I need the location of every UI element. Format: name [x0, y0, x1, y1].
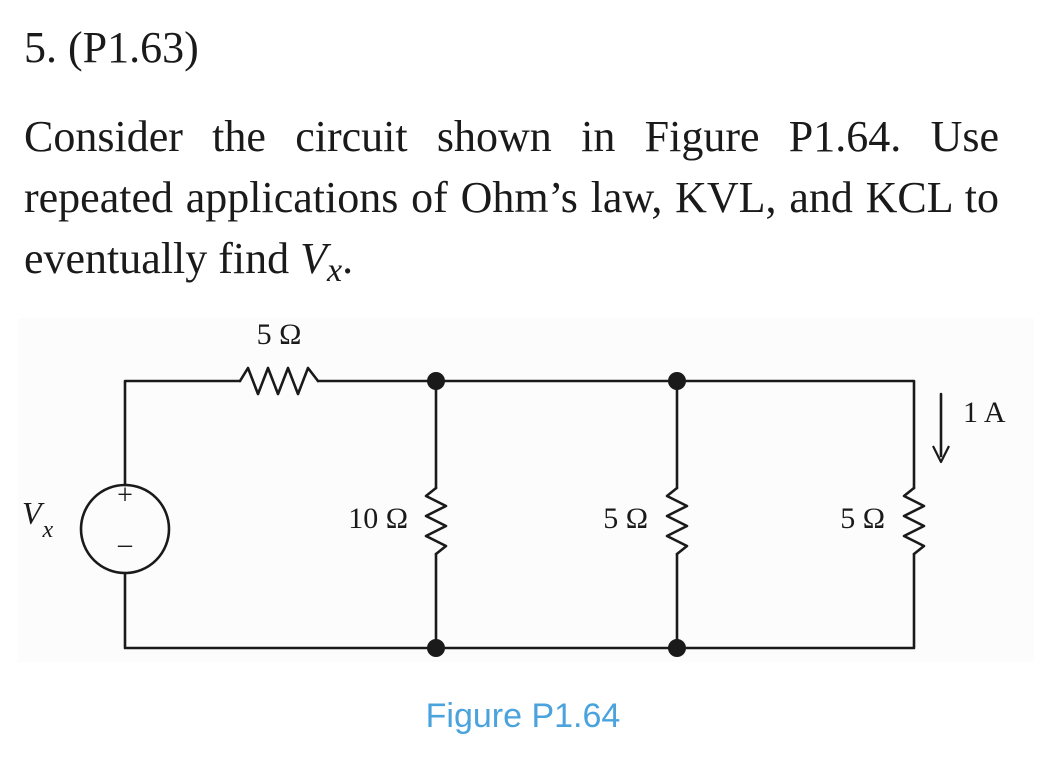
source-label-subscript: x — [42, 517, 54, 543]
figure-background — [18, 318, 1034, 662]
shunt-resistor-2-symbol — [665, 486, 689, 556]
source-label-main: V — [22, 495, 45, 531]
problem-statement-end: . — [342, 234, 354, 283]
figure-caption: Figure P1.64 — [425, 697, 621, 735]
shunt-resistor-2-label: 5 Ω — [603, 502, 648, 535]
source-plus-sign: + — [117, 480, 133, 511]
series-resistor-symbol — [238, 366, 320, 396]
shunt-resistor-1-label: 10 Ω — [348, 502, 408, 535]
variable-x-subscript: x — [327, 252, 343, 289]
node-bottom-1 — [427, 639, 445, 657]
problem-statement: Consider the circuit shown in Figure P1.… — [24, 106, 999, 293]
node-top-1 — [427, 372, 445, 390]
series-resistor-label: 5 Ω — [257, 318, 302, 351]
node-top-2 — [668, 372, 686, 390]
problem-number: 5. (P1.63) — [24, 23, 199, 72]
shunt-resistor-3-label: 5 Ω — [840, 502, 885, 535]
wire-source-top — [123, 379, 242, 487]
wire-top-rail — [316, 379, 916, 490]
voltage-source-symbol — [79, 483, 171, 575]
problem-statement-text: Consider the circuit shown in Figure P1.… — [24, 112, 999, 283]
source-label: Vx — [22, 495, 54, 543]
current-arrow-head — [932, 445, 950, 464]
shunt-resistor-3-symbol — [902, 486, 926, 556]
node-bottom-2 — [668, 639, 686, 657]
shunt-resistor-1-symbol — [424, 486, 448, 556]
current-source-label: 1 A — [963, 396, 1006, 429]
variable-v-symbol: V — [300, 234, 328, 283]
wire-bottom-rail — [123, 552, 916, 650]
source-minus-sign: – — [117, 529, 133, 560]
